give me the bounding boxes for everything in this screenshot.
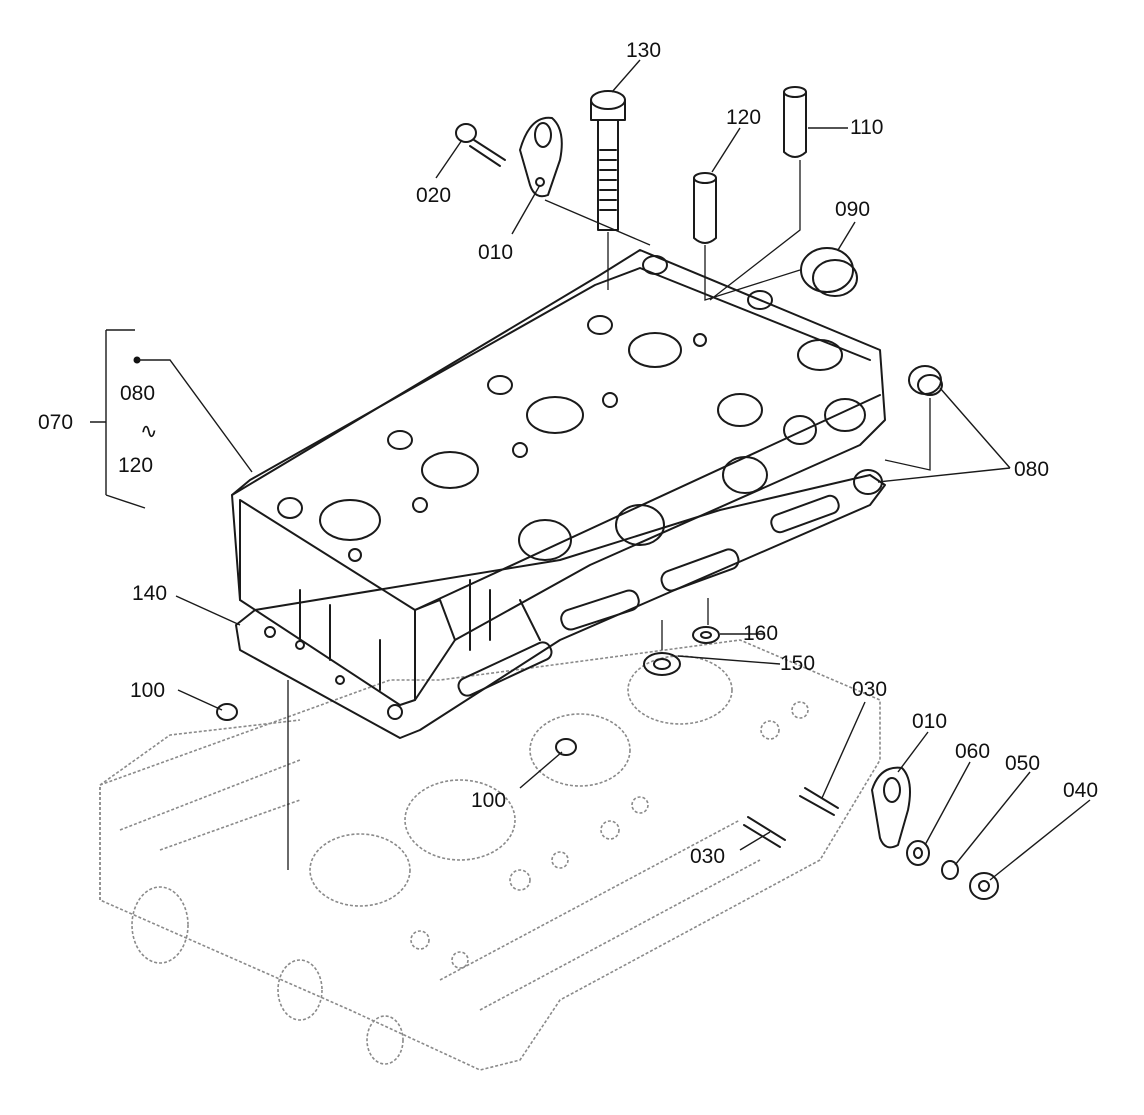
stud-030-lower xyxy=(743,816,786,848)
washer-060 xyxy=(906,840,930,866)
bolt-020 xyxy=(455,123,506,167)
callout-040: 040 xyxy=(1063,779,1098,802)
nut-040 xyxy=(969,872,999,900)
engine-block-ghost xyxy=(99,639,881,1071)
hanger-010-top xyxy=(519,116,563,198)
callout-030: 030 xyxy=(690,845,725,868)
callout-080-range-start: 080 xyxy=(120,382,155,405)
callout-130: 130 xyxy=(626,39,661,62)
washer-160 xyxy=(692,626,720,644)
stud-030-upper xyxy=(799,787,839,816)
callout-010: 010 xyxy=(912,710,947,733)
leader-lines xyxy=(90,59,1091,881)
dowel-100-left xyxy=(216,703,238,721)
callout-140: 140 xyxy=(132,582,167,605)
bolt-130 xyxy=(590,90,626,231)
callout-120-range-end: 120 xyxy=(118,454,153,477)
callout-060: 060 xyxy=(955,740,990,763)
callout-030: 030 xyxy=(852,678,887,701)
dowel-100-center xyxy=(555,738,577,756)
callout-160: 160 xyxy=(743,622,778,645)
callout-100: 100 xyxy=(471,789,506,812)
plug-090 xyxy=(800,247,858,297)
callout-120: 120 xyxy=(726,106,761,129)
plug-080 xyxy=(908,365,943,396)
callout-050: 050 xyxy=(1005,752,1040,775)
callout-110: 110 xyxy=(850,116,883,139)
callout-range-separator: ∿ xyxy=(140,420,158,443)
pin-120 xyxy=(693,172,717,244)
hanger-010-right xyxy=(871,766,911,849)
seal-150 xyxy=(643,652,681,676)
callout-080: 080 xyxy=(1014,458,1049,481)
cylinder-head xyxy=(231,249,886,706)
pin-110 xyxy=(783,86,807,158)
callout-010: 010 xyxy=(478,241,513,264)
callout-020: 020 xyxy=(416,184,451,207)
callout-150: 150 xyxy=(780,652,815,675)
callout-090: 090 xyxy=(835,198,870,221)
callout-070: 070 xyxy=(38,411,73,434)
callout-100: 100 xyxy=(130,679,165,702)
assembly-axes xyxy=(287,160,931,870)
callout-labels: 130 120 110 020 010 090 080 070 080 ∿ 12… xyxy=(38,39,1098,868)
head-gasket xyxy=(235,474,886,739)
lockwasher-050 xyxy=(941,860,959,880)
